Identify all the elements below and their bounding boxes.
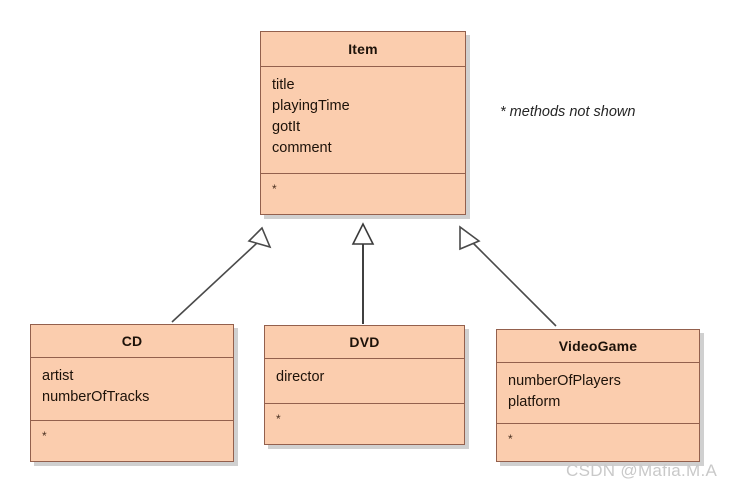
class-attributes-cd: artist numberOfTracks bbox=[31, 358, 233, 421]
hollow-triangle-arrowhead-cd bbox=[247, 226, 272, 249]
attribute-row: playingTime bbox=[272, 98, 350, 114]
class-attributes-item: title playingTime gotIt comment bbox=[261, 67, 465, 174]
hollow-triangle-arrowhead-dvd bbox=[351, 222, 375, 245]
attribute-row: numberOfPlayers bbox=[508, 373, 621, 389]
class-box-cd[interactable]: CD artist numberOfTracks * bbox=[30, 324, 234, 462]
attribute-row: title bbox=[272, 77, 295, 93]
class-attributes-videogame: numberOfPlayers platform bbox=[497, 363, 699, 424]
class-box-item[interactable]: Item title playingTime gotIt comment * bbox=[260, 31, 466, 215]
attribute-row: numberOfTracks bbox=[42, 389, 150, 405]
attribute-row: comment bbox=[272, 140, 332, 156]
attribute-row: gotIt bbox=[272, 119, 301, 135]
methods-not-shown-marker: * bbox=[508, 432, 513, 446]
generalization-cd-to-item bbox=[171, 226, 272, 323]
attribute-row: artist bbox=[42, 368, 74, 384]
methods-not-shown-marker: * bbox=[276, 412, 281, 426]
generalization-dvd-to-item bbox=[351, 222, 375, 324]
attribute-row: director bbox=[276, 369, 325, 385]
class-methods-item: * bbox=[261, 174, 465, 213]
class-name-item: Item bbox=[261, 32, 465, 67]
methods-not-shown-marker: * bbox=[42, 429, 47, 443]
class-name-dvd: DVD bbox=[265, 326, 464, 359]
attribute-row: platform bbox=[508, 394, 561, 410]
class-box-dvd[interactable]: DVD director * bbox=[264, 325, 465, 445]
hollow-triangle-arrowhead-videogame bbox=[459, 225, 481, 251]
class-name-videogame: VideoGame bbox=[497, 330, 699, 363]
class-methods-cd: * bbox=[31, 421, 233, 460]
class-box-videogame[interactable]: VideoGame numberOfPlayers platform * bbox=[496, 329, 700, 462]
methods-not-shown-marker: * bbox=[272, 182, 277, 196]
generalization-videogame-to-item bbox=[459, 225, 557, 327]
class-methods-videogame: * bbox=[497, 424, 699, 460]
watermark: CSDN @Mafia.M.A bbox=[566, 461, 718, 480]
class-attributes-dvd: director bbox=[265, 359, 464, 404]
class-name-cd: CD bbox=[31, 325, 233, 358]
methods-not-shown-note: * methods not shown bbox=[500, 104, 636, 120]
class-methods-dvd: * bbox=[265, 404, 464, 443]
